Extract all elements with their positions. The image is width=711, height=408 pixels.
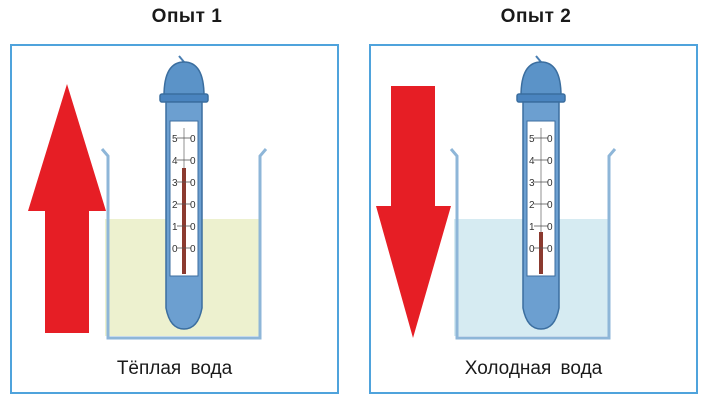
beaker bbox=[449, 148, 617, 340]
experiment-1-panel: 5 4 3 2 1 0 0 0 0 0 0 0 Тёплая вода bbox=[10, 44, 339, 394]
scale-label: 2 bbox=[529, 200, 535, 211]
beaker bbox=[100, 148, 268, 340]
scale-label: 0 bbox=[190, 244, 196, 255]
scale-label: 1 bbox=[529, 222, 535, 233]
scale-label: 0 bbox=[547, 222, 553, 233]
experiment-2-panel: 5 4 3 2 1 0 0 0 0 0 0 0 Холодная вода bbox=[369, 44, 698, 394]
mercury-column bbox=[182, 168, 186, 274]
scale-label: 0 bbox=[190, 134, 196, 145]
scale-label: 0 bbox=[547, 244, 553, 255]
scale-label: 0 bbox=[190, 200, 196, 211]
thermometer: 5 4 3 2 1 0 0 0 0 0 0 0 bbox=[159, 55, 209, 330]
experiment-1-caption: Тёплая вода bbox=[116, 358, 233, 379]
arrow-down-icon bbox=[376, 86, 451, 338]
scale-label: 0 bbox=[190, 222, 196, 233]
scale-label: 5 bbox=[172, 134, 178, 145]
scale-label: 3 bbox=[529, 178, 535, 189]
experiment-1-illustration: 5 4 3 2 1 0 0 0 0 0 0 0 bbox=[28, 55, 268, 340]
experiment-2-illustration: 5 4 3 2 1 0 0 0 0 0 0 0 bbox=[376, 55, 617, 340]
scale-label: 0 bbox=[190, 178, 196, 189]
experiment-2-caption: Холодная вода bbox=[464, 358, 603, 379]
scale-label: 0 bbox=[172, 244, 178, 255]
scale-label: 0 bbox=[190, 156, 196, 167]
scale-label: 4 bbox=[172, 156, 178, 167]
scale-label: 2 bbox=[172, 200, 178, 211]
scale-label: 0 bbox=[529, 244, 535, 255]
scale-label: 5 bbox=[529, 134, 535, 145]
scale-label: 0 bbox=[547, 178, 553, 189]
thermometer: 5 4 3 2 1 0 0 0 0 0 0 0 bbox=[516, 55, 566, 330]
scale-label: 0 bbox=[547, 156, 553, 167]
scale-label: 1 bbox=[172, 222, 178, 233]
experiment-2-title: Опыт 2 bbox=[500, 6, 572, 27]
scale-label: 4 bbox=[529, 156, 535, 167]
arrow-up-icon bbox=[28, 84, 106, 333]
mercury-column bbox=[539, 232, 543, 274]
experiment-1-title: Опыт 1 bbox=[151, 6, 223, 27]
scale-label: 0 bbox=[547, 200, 553, 211]
scale-label: 0 bbox=[547, 134, 553, 145]
scale-label: 3 bbox=[172, 178, 178, 189]
